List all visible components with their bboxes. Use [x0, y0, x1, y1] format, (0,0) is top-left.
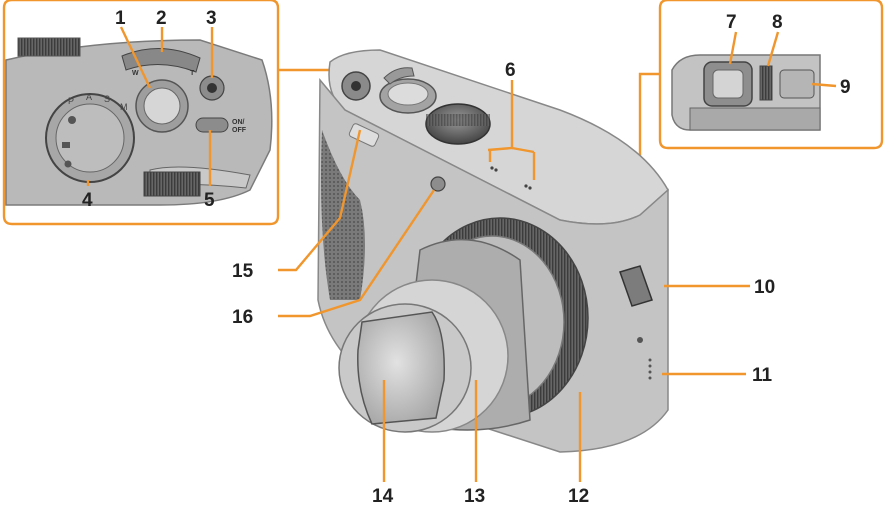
power-switch-icon — [195, 117, 229, 133]
strap-eyelet-rivet — [637, 337, 643, 343]
leader-8 — [766, 31, 780, 67]
af-assist-lamp-icon — [430, 176, 446, 192]
leader-1 — [119, 26, 152, 89]
callout-7: 7 — [726, 12, 737, 33]
leader-15 — [278, 129, 362, 272]
callout-13: 13 — [464, 486, 485, 507]
leader-16 — [278, 189, 435, 318]
mode-dial-letter-s: S — [104, 94, 110, 104]
inset-rear-view: 7 8 9 — [658, 0, 884, 150]
mode-dial-icon-a — [68, 116, 76, 124]
inset-rear-monitor-top — [689, 107, 821, 131]
flash-icon — [348, 123, 380, 147]
inset-label-tele: T — [190, 70, 195, 77]
callout-9: 9 — [840, 77, 851, 98]
callout-12: 12 — [568, 486, 589, 507]
callout-3: 3 — [206, 8, 217, 29]
leader-6b — [511, 146, 535, 154]
movie-button-icon — [207, 83, 217, 93]
callout-5: 5 — [204, 190, 215, 211]
main-callouts: 6 10 11 12 13 14 15 16 — [232, 60, 775, 507]
zoom-lever-icon — [121, 48, 201, 73]
callout-4: 4 — [82, 190, 93, 211]
diopter-dial-icon — [759, 65, 773, 101]
top-flash-bump — [383, 67, 415, 85]
inset-top-view: W T ON/ OFF P A S M 1 2 3 4 5 — [2, 0, 280, 226]
mode-dial-icon-c — [64, 160, 72, 168]
callout-2: 2 — [156, 8, 167, 29]
callout-10: 10 — [754, 277, 775, 298]
top-movie-dot — [351, 81, 361, 91]
callout-16: 16 — [232, 307, 253, 328]
eye-sensor-icon — [779, 69, 815, 99]
microphone-holes — [490, 166, 532, 190]
strap-eyelet-icon — [619, 265, 653, 307]
callout-6: 6 — [505, 60, 516, 81]
lens-icon — [357, 311, 445, 425]
mode-dial-letter-a: A — [86, 92, 92, 102]
camera-grip — [321, 130, 365, 300]
callout-14: 14 — [372, 486, 394, 507]
callout-11: 11 — [752, 365, 773, 386]
leader-inset-right — [638, 72, 660, 190]
leader-9 — [811, 82, 837, 88]
callout-15: 15 — [232, 261, 254, 282]
inset-control-ring-edge — [17, 37, 81, 57]
top-mode-dial-knurl — [426, 114, 490, 126]
callout-1: 1 — [115, 8, 126, 29]
mode-dial-icon-b — [62, 142, 70, 148]
callout-8: 8 — [772, 12, 783, 33]
leader-7 — [728, 31, 738, 65]
inset-power-line2: OFF — [232, 127, 247, 134]
camera-body — [317, 49, 669, 453]
inset-power-line1: ON/ — [232, 119, 245, 126]
inset-label-wide: W — [132, 70, 139, 77]
main-leaders — [278, 80, 750, 482]
inset-rear-dial-edge — [143, 171, 201, 197]
mode-dial-letter-p: P — [68, 96, 74, 106]
shutter-button-icon — [143, 87, 181, 125]
mode-dial-letter-m: M — [120, 102, 128, 112]
eyecup-window — [712, 69, 744, 99]
speaker-holes — [648, 358, 652, 380]
top-shutter-button — [387, 82, 429, 106]
